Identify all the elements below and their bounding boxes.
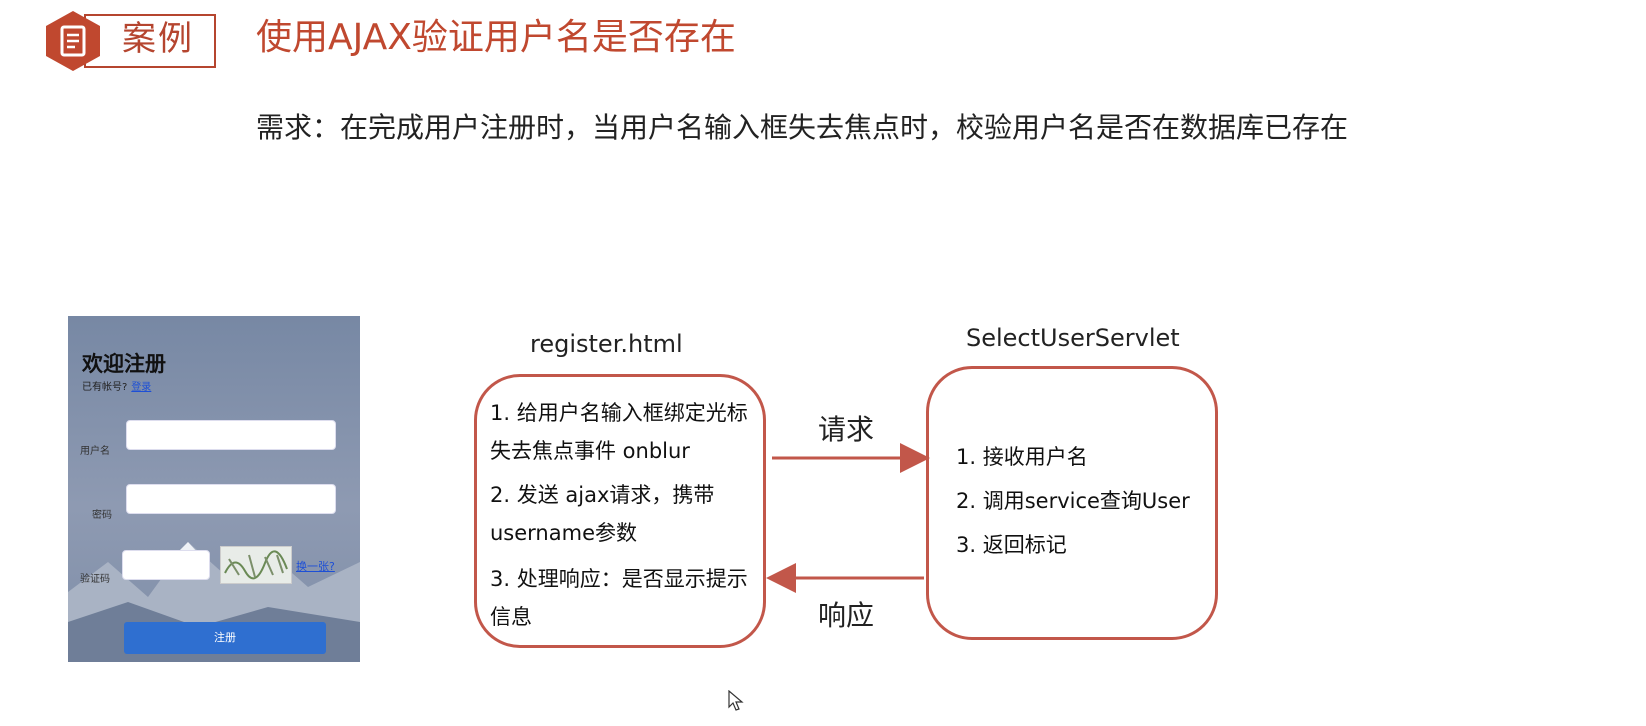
username-input[interactable] — [126, 420, 336, 450]
client-step-line: 1. 给用户名输入框绑定光标 — [490, 401, 748, 425]
form-title: 欢迎注册 — [82, 352, 166, 376]
has-account-label: 已有帐号? — [82, 382, 128, 393]
client-step-line: 3. 处理响应：是否显示提示 — [490, 567, 748, 591]
client-box-title: register.html — [530, 330, 683, 358]
document-icon — [46, 11, 100, 71]
change-captcha-link[interactable]: 换一张? — [296, 560, 335, 573]
server-step-line: 1. 接收用户名 — [956, 445, 1088, 469]
client-step-line: 失去焦点事件 onblur — [490, 439, 690, 463]
mouse-cursor-icon — [728, 690, 744, 711]
password-label: 密码 — [92, 510, 112, 521]
server-box — [926, 366, 1218, 640]
register-button[interactable]: 注册 — [124, 622, 326, 654]
server-box-title: SelectUserServlet — [966, 324, 1180, 352]
client-step-line: 信息 — [490, 605, 532, 629]
client-box — [474, 374, 766, 648]
login-link[interactable]: 登录 — [131, 382, 152, 393]
captcha-input[interactable] — [122, 550, 210, 580]
register-form-preview: 欢迎注册 已有帐号?登录 用户名 密码 验证码 换一张? 注册 — [68, 316, 360, 662]
server-step-line: 2. 调用service查询User — [956, 489, 1190, 513]
requirement-text: 需求：在完成用户注册时，当用户名输入框失去焦点时，校验用户名是否在数据库已存在 — [256, 111, 1349, 144]
client-step-line: 2. 发送 ajax请求，携带 — [490, 483, 715, 507]
server-step-line: 3. 返回标记 — [956, 533, 1067, 557]
badge-frame — [84, 14, 216, 68]
client-step-line: username参数 — [490, 521, 637, 545]
badge-label: 案例 — [122, 19, 194, 59]
page-title: 使用AJAX验证用户名是否存在 — [256, 17, 736, 58]
captcha-label: 验证码 — [80, 574, 110, 585]
has-account-text: 已有帐号?登录 — [82, 378, 151, 393]
username-label: 用户名 — [80, 446, 110, 457]
request-label: 请求 — [818, 413, 875, 446]
captcha-image — [220, 546, 292, 584]
password-input[interactable] — [126, 484, 336, 514]
case-badge: 案例 — [44, 10, 216, 71]
response-label: 响应 — [818, 599, 875, 632]
